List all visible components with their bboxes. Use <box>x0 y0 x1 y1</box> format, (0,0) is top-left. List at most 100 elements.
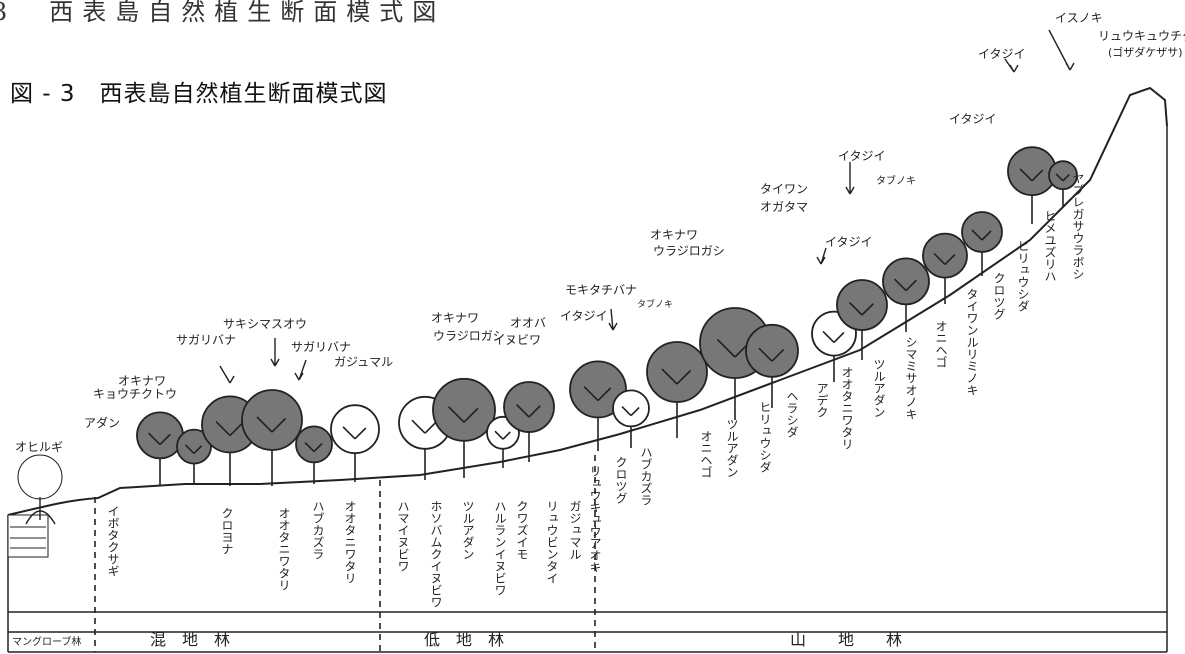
tree-14 <box>745 323 799 408</box>
tree-crown <box>503 381 555 433</box>
understory-label: ヒリュウシダ <box>1016 240 1030 312</box>
diagram-title: 図 - 3 西表島自然植生断面模式図 <box>10 81 388 107</box>
tree-crown <box>136 411 184 460</box>
tree-label: キョウチクトウ <box>93 387 177 401</box>
tree-0 <box>136 411 184 486</box>
tree-crown <box>612 389 650 428</box>
tree-label: イタジイ <box>949 112 997 126</box>
tree-12 <box>646 341 708 438</box>
tree-trunk <box>184 444 203 484</box>
understory-label: ヒリュウシダ <box>758 401 772 473</box>
pointer-arrow <box>845 162 855 195</box>
tree-11 <box>612 389 650 448</box>
understory-label: ハブカズラ <box>311 500 325 560</box>
understory-label: ハブカズラ <box>639 446 653 506</box>
tree-label: オキナワ <box>650 228 698 242</box>
tree-trunk <box>583 386 612 451</box>
tree-5 <box>330 404 380 482</box>
tree-label: イタジイ <box>978 47 1026 61</box>
tree-19 <box>961 211 1003 276</box>
pointer-arrow <box>1048 29 1075 71</box>
tree-trunk <box>661 368 692 438</box>
pointer-arrow <box>270 338 280 367</box>
understory-label: イボタクサギ <box>106 505 120 577</box>
tree-10 <box>569 360 627 451</box>
tree-trunk <box>933 252 956 304</box>
understory-label: クロヨナ <box>220 507 234 555</box>
tree-18 <box>922 232 968 304</box>
tree-crown <box>836 279 888 331</box>
tree-label: オヒルギ <box>15 440 63 454</box>
tree-trunk <box>215 421 244 486</box>
understory-label: クワズイモ <box>515 500 529 560</box>
understory-label: クロツグ <box>992 272 1006 320</box>
understory-label: ホソバムクイヌビワ <box>429 500 443 608</box>
tree-label: ウラジロガシ <box>653 244 725 258</box>
tree-label: ウラジロガシ <box>433 329 505 343</box>
tree-label: (ゴザダケザサ) <box>1108 45 1183 59</box>
tree-7 <box>432 377 496 478</box>
tree-label: サガリバナ <box>176 333 236 347</box>
understory-label: ガジュマル <box>568 500 582 560</box>
pointer-arrow <box>294 359 307 381</box>
tree-label: タブノキ <box>637 298 673 310</box>
tree-trunk <box>304 442 323 484</box>
tree-label: オガタマ <box>760 200 808 214</box>
tree-16 <box>836 279 888 360</box>
tree-label: イタジイ <box>825 235 873 249</box>
understory-label: オニヘゴ <box>934 320 948 368</box>
tree-label: イタジイ <box>838 149 886 163</box>
tree-trunk <box>256 416 287 486</box>
tree-label: アダン <box>84 415 120 430</box>
tree-trunk <box>411 419 438 480</box>
tree-17 <box>882 257 930 332</box>
tree-trunk <box>1055 173 1070 206</box>
understory-label: ツルアダン <box>461 500 475 560</box>
tree-label: オキナワ <box>118 374 166 388</box>
understory-label: ハマイヌビワ <box>396 500 410 572</box>
tree-label: ガジュマル <box>334 355 393 369</box>
tree-label: サキシマスオウ <box>223 317 307 331</box>
understory-label: アデク <box>815 382 829 418</box>
tree-trunk <box>515 403 541 462</box>
understory-label: ハルランイヌビワ <box>493 500 507 596</box>
understory-label: シマミサオノキ <box>904 336 918 420</box>
understory-label: リュウキュウアオキ <box>588 465 602 573</box>
zone-labels: マングローブ林 混 地 林 低 地 林 山 地 林 <box>12 630 902 649</box>
understory-label: オオタニワタリ <box>840 366 854 450</box>
tree-crown <box>961 211 1003 253</box>
zone-lowland-forest: 低 地 林 <box>424 630 504 649</box>
tree-trunk <box>494 430 511 468</box>
understory-label: オオタニワタリ <box>343 500 357 584</box>
tree-crown <box>432 377 496 442</box>
tree-label: オキナワ <box>431 311 479 325</box>
tree-trunk <box>893 278 917 332</box>
understory-label: クロツグ <box>614 456 628 504</box>
tree-trunk <box>758 347 785 408</box>
tree-trunk <box>342 426 367 482</box>
understory-label: ヤブレガサウラボシ <box>1071 172 1085 280</box>
pointer-arrow <box>1004 58 1019 73</box>
tree-label: モキタチバナ <box>565 283 637 297</box>
tree-label: タイワン <box>760 182 808 196</box>
tree-trunk <box>147 432 171 486</box>
tree-trunk <box>447 406 479 478</box>
tree-9 <box>503 381 555 462</box>
tree-label: イスノキ <box>1055 11 1103 25</box>
understory-label: オニヘゴ <box>699 430 713 478</box>
tree-trunk <box>621 406 640 448</box>
tree-label: オオバ <box>510 316 546 330</box>
tree-21 <box>1048 160 1078 206</box>
pointer-arrow <box>219 365 235 384</box>
tree-crown <box>745 323 799 378</box>
tree-crown <box>646 341 708 403</box>
zone-boundaries <box>94 455 596 652</box>
understory-label: オオタニワタリ <box>277 507 291 591</box>
tree-1 <box>176 428 212 484</box>
tree-group <box>136 146 1078 486</box>
pointer-arrow <box>816 247 827 265</box>
zone-mangrove: マングローブ林 <box>12 635 81 648</box>
tree-label: イヌビワ <box>493 333 541 347</box>
tree-20 <box>1007 146 1057 224</box>
